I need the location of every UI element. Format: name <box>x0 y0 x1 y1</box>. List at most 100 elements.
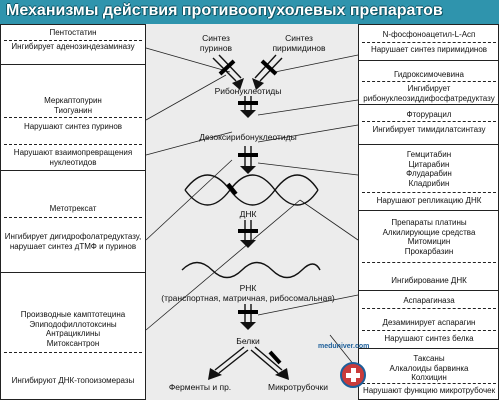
separator <box>4 40 142 41</box>
left-box-pentostatin: Пентостатин <box>4 28 142 38</box>
right-box-platinum: Препараты платины Алкилирующие средства … <box>362 218 496 256</box>
right-box-taxanes-action: Нарушают функцию микротрубочек <box>362 386 496 396</box>
drug-name: Пентостатин <box>49 28 97 37</box>
dna-helix <box>184 174 319 206</box>
connector-pentostatin <box>145 47 231 73</box>
separator <box>4 217 142 218</box>
left-box-mercaptopurine-action2: Нарушают взаимопревращения нуклеотидов <box>4 148 142 167</box>
connector-platinum <box>299 199 359 241</box>
left-panel <box>0 24 146 400</box>
drug-action: Нарушают репликацию ДНК <box>376 196 482 205</box>
left-box-methotrexate: Метотрексат <box>4 204 142 214</box>
drug-name: Таксаны <box>413 354 445 363</box>
drug-name: Гемцитабин <box>406 150 452 159</box>
enzymes-label: Ферменты и пр. <box>168 382 232 392</box>
drug-name: Меркаптопурин <box>44 96 102 105</box>
right-box-hydroxyurea: Гидроксимочевина <box>362 70 496 80</box>
right-box-taxanes: Таксаны Алкалоиды барвинка Колхицин <box>362 354 496 383</box>
separator <box>4 117 142 118</box>
drug-name: Антрациклины <box>45 329 101 338</box>
right-box-hydroxyurea-action: Ингибирует рибонуклеозиддифосфатредуктаз… <box>362 84 496 103</box>
arrowhead-dna <box>240 166 256 174</box>
rna-types-label: (транспортная, матричная, рибосомальная) <box>161 293 335 303</box>
right-box-fluorouracil: Фторурацил <box>362 110 496 120</box>
drug-name: Метотрексат <box>49 204 97 213</box>
arrowhead-purine <box>232 78 244 90</box>
divider <box>358 290 499 291</box>
separator <box>362 42 496 43</box>
arrowhead-pyrimidine <box>252 78 264 90</box>
deoxyribonucleotides-label: Дезоксирибонуклеотиды <box>199 132 297 142</box>
drug-name: Алкилирующие средства <box>382 227 476 237</box>
drug-name: Цитарабин <box>408 159 450 169</box>
connector-asparaginase <box>257 294 359 316</box>
drug-name: Аспарагиназа <box>403 296 455 305</box>
right-box-asparaginase-action2: Нарушают синтез белка <box>362 334 496 344</box>
pyrimidine-synthesis-label: Синтез пиримидинов <box>262 33 336 53</box>
divider <box>358 210 499 211</box>
separator <box>362 262 496 263</box>
connector-fluorouracil <box>257 124 359 143</box>
cross-icon-bar <box>346 373 360 378</box>
drug-name: Тиогуанин <box>53 105 93 115</box>
left-box-topoisomerase-action: Ингибируют ДНК-топоизомеразы <box>4 376 142 386</box>
right-box-gemcitabine-action: Нарушают репликацию ДНК <box>362 196 496 206</box>
divider <box>0 272 146 273</box>
separator <box>4 352 142 353</box>
ribonucleotides-label: Рибонуклеотиды <box>214 86 282 96</box>
arrowhead-rna <box>240 240 256 248</box>
left-box-topoisomerase: Производные камптотецина Эпиподофиллоток… <box>4 310 142 348</box>
divider <box>358 104 499 105</box>
separator <box>362 383 496 384</box>
connector-gemcitabine <box>257 162 359 176</box>
left-box-methotrexate-action: Ингибирует дигидрофолатредуктазу, наруша… <box>4 232 142 251</box>
connector-methotrexate <box>145 159 233 241</box>
drug-action: Дезаминирует аспарагин <box>382 318 476 327</box>
drug-name: Алкалоиды барвинка <box>389 363 469 373</box>
drug-action: Нарушают синтез белка <box>384 334 474 343</box>
drug-name: Митомицин <box>407 237 451 246</box>
purine-synthesis-label: Синтез пуринов <box>186 33 246 53</box>
drug-name: Флударабин <box>406 169 452 178</box>
drug-name: Фторурацил <box>406 110 452 119</box>
drug-action: Ингибирование ДНК <box>391 276 467 285</box>
arrowhead-protein <box>240 322 256 330</box>
drug-name: Производные камптотецина <box>20 310 126 319</box>
diagram-title: Механизмы действия противоопухолевых пре… <box>6 2 443 19</box>
drug-action: Нарушает синтез пиримидинов <box>370 45 488 54</box>
proteins-label: Белки <box>236 336 260 346</box>
drug-action: Ингибирует тимидилатсинтазу <box>372 125 486 134</box>
right-box-pala-action: Нарушает синтез пиримидинов <box>362 45 496 55</box>
separator <box>362 192 496 193</box>
drug-name: Митоксантрон <box>46 338 100 348</box>
drug-action: Ингибирует дигидрофолатредуктазу, наруша… <box>4 232 142 251</box>
separator <box>362 330 496 331</box>
drug-name: Эпиподофиллотоксины <box>29 319 117 329</box>
right-box-platinum-action: Ингибирование ДНК <box>362 276 496 286</box>
right-box-asparaginase-action: Дезаминирует аспарагин <box>362 318 496 328</box>
divider <box>358 144 499 145</box>
drug-action: Ингибируют ДНК-топоизомеразы <box>11 376 135 385</box>
right-box-fluorouracil-action: Ингибирует тимидилатсинтазу <box>362 125 496 135</box>
title-bar: Механизмы действия противоопухолевых пре… <box>0 0 499 24</box>
drug-name: N-фосфоноацетил-L-Асп <box>382 30 476 39</box>
arrowhead-deoxy <box>240 110 256 118</box>
connector-hydroxyurea <box>257 99 359 116</box>
drug-name: Препараты платины <box>391 218 467 227</box>
drug-action: Нарушают функцию микротрубочек <box>362 386 496 395</box>
drug-name: Прокарбазин <box>404 246 454 256</box>
separator <box>4 144 142 145</box>
divider <box>0 64 146 65</box>
arrowhead-enzymes <box>208 368 222 380</box>
drug-name: Кладрибин <box>408 178 450 188</box>
drug-name: Гидроксимочевина <box>394 70 464 79</box>
separator <box>362 121 496 122</box>
watermark-logo <box>340 362 366 388</box>
right-box-pala: N-фосфоноацетил-L-Асп <box>362 30 496 40</box>
drug-action: Ингибирует аденозиндезаминазу <box>11 42 135 51</box>
rna-strand <box>181 261 321 279</box>
left-box-mercaptopurine: Меркаптопурин Тиогуанин <box>4 96 142 115</box>
label-text: Синтез пуринов <box>199 33 233 53</box>
watermark-text: meduniver.com <box>318 343 370 350</box>
